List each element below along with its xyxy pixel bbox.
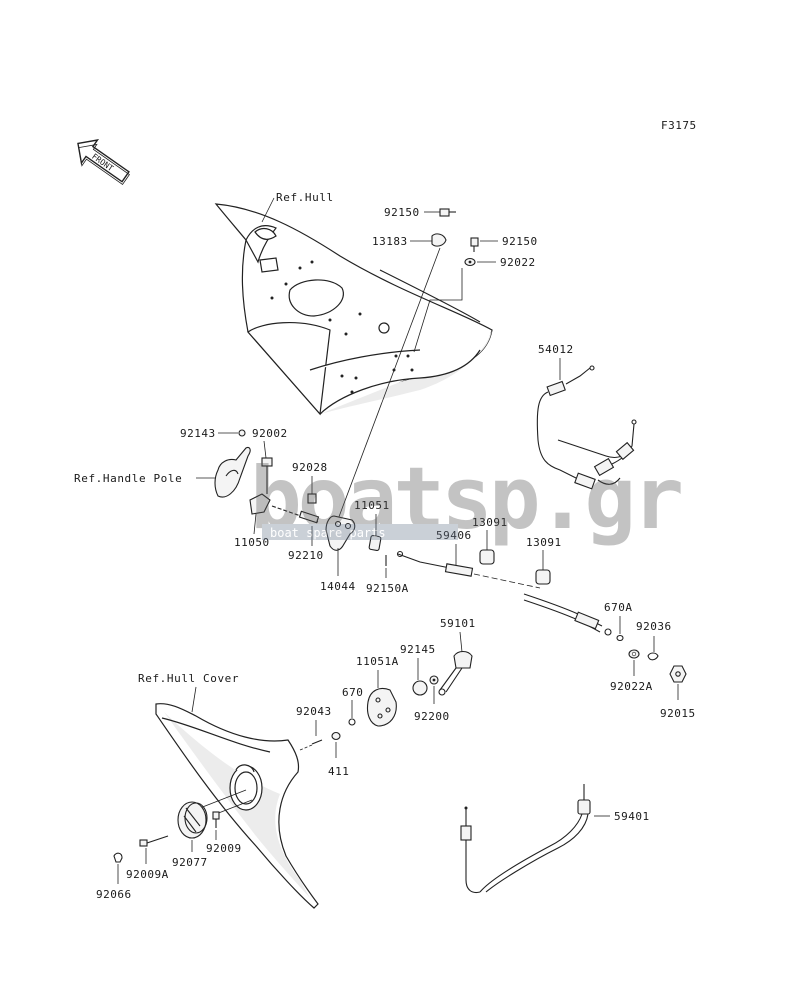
watermark-caption: boat spare parts (270, 526, 386, 540)
part-label-92200: 92200 (414, 710, 450, 723)
nut-92015-icon (669, 665, 687, 683)
part-label-92150-right: 92150 (502, 235, 538, 248)
knob-92077-icon (177, 801, 208, 839)
part-label-92043: 92043 (296, 705, 332, 718)
ref-hull-label: Ref.Hull (276, 191, 334, 204)
part-label-92028: 92028 (292, 461, 328, 474)
part-label-92009: 92009 (206, 842, 242, 855)
part-label-13183: 13183 (372, 235, 408, 248)
part-label-92143: 92143 (180, 427, 216, 440)
hull-illustration (214, 203, 493, 416)
ref-handle-pole-label: Ref.Handle Pole (74, 472, 182, 485)
part-label-92015: 92015 (660, 707, 696, 720)
handle-pole-bracket-icon (214, 446, 251, 498)
grommet-13091-b-icon (535, 569, 551, 585)
part-label-92009A: 92009A (126, 868, 169, 881)
plate-11051A-icon (366, 687, 397, 727)
front-arrow-icon: FRONT (77, 139, 130, 185)
part-label-92022: 92022 (500, 256, 536, 269)
washer-92200-icon (429, 675, 439, 685)
part-label-11051A: 11051A (356, 655, 399, 668)
block-11050-icon (249, 493, 271, 515)
part-label-13091-a: 13091 (472, 516, 508, 529)
screw-92009-icon (212, 811, 220, 828)
screw-92143-icon (238, 429, 246, 437)
part-label-54012: 54012 (538, 343, 574, 356)
part-label-11051: 11051 (354, 499, 390, 512)
washer-411-icon (331, 731, 341, 741)
part-label-670A: 670A (604, 601, 633, 614)
part-label-92077: 92077 (172, 856, 208, 869)
bolt-92002-icon (261, 457, 273, 494)
ref-hull-cover-label: Ref.Hull Cover (138, 672, 239, 685)
spring-92145-icon (412, 680, 428, 696)
clip-92036-icon (647, 652, 659, 661)
figure-code: F3175 (661, 119, 697, 132)
clip-92066-icon (113, 852, 123, 863)
cable-59401-icon (460, 784, 591, 894)
screw-92009A-icon (139, 835, 169, 847)
watermark-logo: boatsp.gr boat spare parts (250, 449, 685, 549)
washer-92022-icon (464, 257, 476, 267)
part-label-59101: 59101 (440, 617, 476, 630)
lever-59101-icon (438, 650, 473, 696)
bolt-92150-right-icon (470, 237, 479, 252)
bolt-92150-top-icon (439, 208, 456, 217)
ring-670-icon (348, 718, 356, 726)
ring-670A-icon (616, 634, 624, 642)
pin-92043-icon (299, 739, 323, 751)
part-label-92036: 92036 (636, 620, 672, 633)
clamp-13183-icon (431, 233, 447, 247)
cable-54012-icon (536, 365, 637, 490)
part-label-92022A: 92022A (610, 680, 653, 693)
part-label-59401: 59401 (614, 810, 650, 823)
part-label-14044: 14044 (320, 580, 356, 593)
svg-text:boatsp.gr: boatsp.gr (250, 449, 681, 549)
part-label-411: 411 (328, 765, 349, 778)
collar-11051-icon (368, 535, 382, 551)
part-label-92150-top: 92150 (384, 206, 420, 219)
part-label-670: 670 (342, 686, 363, 699)
part-label-11050: 11050 (234, 536, 270, 549)
part-label-92066: 92066 (96, 888, 132, 901)
part-label-92145: 92145 (400, 643, 436, 656)
grommet-13091-a-icon (479, 549, 495, 565)
part-label-92150A: 92150A (366, 582, 409, 595)
part-label-13091-b: 13091 (526, 536, 562, 549)
part-label-92210: 92210 (288, 549, 324, 562)
cable-59406-icon (396, 550, 612, 636)
washer-92022A-icon (628, 649, 640, 659)
screw-92028-icon (307, 493, 317, 504)
pin-92210-icon (271, 505, 320, 524)
part-label-59406: 59406 (436, 529, 472, 542)
part-label-92002: 92002 (252, 427, 288, 440)
